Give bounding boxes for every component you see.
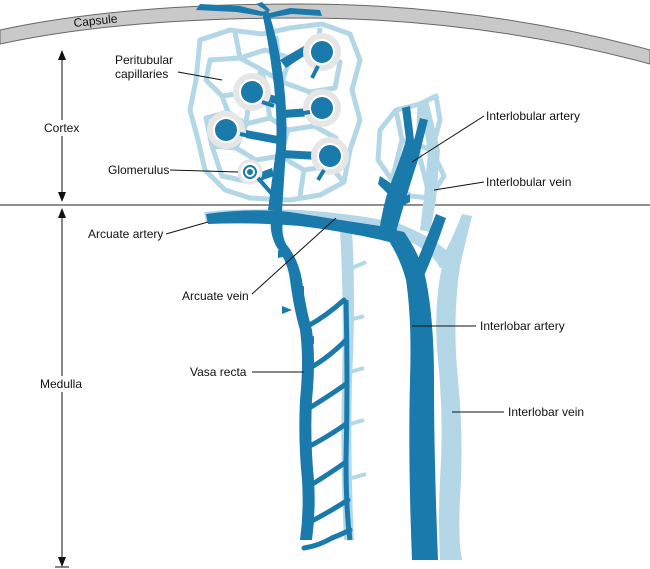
arcuate-artery (206, 210, 406, 244)
glomerulus-leader (169, 169, 239, 173)
arcuate-vein-leader (251, 217, 337, 295)
interlobular-vein-leader (433, 181, 485, 191)
vasa-recta-right-limb (343, 299, 353, 541)
interlobular-vein-label: Interlobular vein (486, 175, 571, 189)
vasa-recta-arterial-limb (270, 214, 315, 540)
interlobular-artery-label: Interlobular artery (486, 109, 580, 123)
peritubular-capillaries-leader (177, 71, 223, 81)
interlobular-artery-leader (411, 115, 485, 163)
glomerulus-4 (207, 111, 251, 149)
cortex-label: Cortex (44, 121, 79, 135)
medulla-label-bg (36, 376, 90, 392)
glomerulus-2 (233, 73, 275, 111)
glomeruli (207, 33, 349, 196)
peritubular-capillaries-label-line1: Peritubular (115, 53, 173, 67)
glomerulus-6 (237, 159, 274, 196)
vasa-recta-rungs (301, 297, 353, 551)
vasa-recta-label: Vasa recta (190, 365, 247, 379)
interlobar-vein-label: Interlobar vein (508, 405, 584, 419)
interlobular-artery (378, 106, 428, 232)
glomerulus-label: Glomerulus (108, 163, 169, 177)
peritubular-capillaries-label-line2: capillaries (115, 67, 168, 81)
interlobar-artery-label: Interlobar artery (480, 319, 565, 333)
arcuate-artery-label: Arcuate artery (88, 227, 163, 241)
glomerulus-1 (303, 33, 341, 79)
glomerulus-5 (311, 137, 349, 182)
cortical-radial-artery (196, 2, 322, 212)
cortex-label-bg (40, 120, 86, 136)
interlobar-side-branch (414, 214, 446, 276)
interlobar-vein (436, 214, 472, 560)
arcuate-artery-leader (165, 221, 209, 235)
glomerulus-3 (297, 89, 341, 127)
capsule-label: Capsule (73, 11, 119, 30)
interlobar-artery (378, 226, 438, 560)
arcuate-vein-label: Arcuate vein (182, 289, 249, 303)
medulla-label: Medulla (40, 377, 82, 391)
interlobular-vein (420, 100, 440, 232)
